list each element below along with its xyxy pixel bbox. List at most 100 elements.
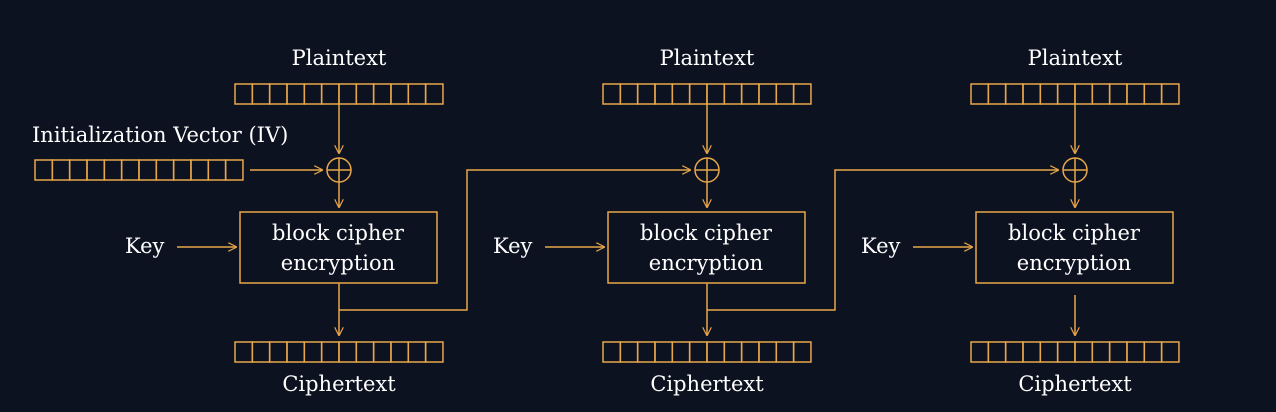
register-cell <box>286 83 306 105</box>
ciphertext-label: Ciphertext <box>1018 372 1132 396</box>
stage-1: Plaintext Key block cipher encryption Ci… <box>125 46 444 396</box>
block-cipher-label: block cipher <box>1008 221 1141 245</box>
register-cell <box>338 83 358 105</box>
plaintext-register <box>234 83 444 105</box>
register-cell <box>706 83 726 105</box>
register-cell <box>355 83 375 105</box>
register-cell <box>86 159 106 181</box>
xor-icon <box>326 157 352 183</box>
register-cell <box>723 83 743 105</box>
plaintext-register <box>602 83 812 105</box>
register-cell <box>172 159 192 181</box>
encryption-label: encryption <box>1017 251 1131 275</box>
register-cell <box>792 341 812 363</box>
register-cell <box>234 83 254 105</box>
plaintext-register <box>970 83 1180 105</box>
register-cell <box>1022 341 1042 363</box>
register-cell <box>1039 341 1059 363</box>
register-cell <box>602 341 622 363</box>
register-cell <box>671 83 691 105</box>
register-cell <box>34 159 54 181</box>
register-cell <box>1091 341 1111 363</box>
register-cell <box>987 83 1007 105</box>
register-cell <box>1126 83 1146 105</box>
plaintext-label: Plaintext <box>660 46 755 70</box>
register-cell <box>740 83 760 105</box>
register-cell <box>372 341 392 363</box>
register-cell <box>207 159 227 181</box>
register-cell <box>688 83 708 105</box>
register-cell <box>1091 83 1111 105</box>
register-cell <box>372 83 392 105</box>
key-label: Key <box>493 234 533 258</box>
register-cell <box>1126 341 1146 363</box>
register-cell <box>407 341 427 363</box>
xor-icon <box>694 157 720 183</box>
register-cell <box>723 341 743 363</box>
register-cell <box>68 159 88 181</box>
register-cell <box>251 83 271 105</box>
register-cell <box>390 83 410 105</box>
register-cell <box>320 83 340 105</box>
register-cell <box>268 341 288 363</box>
plaintext-label: Plaintext <box>1028 46 1123 70</box>
ciphertext-label: Ciphertext <box>282 372 396 396</box>
register-cell <box>654 83 674 105</box>
key-label: Key <box>861 234 901 258</box>
register-cell <box>1108 83 1128 105</box>
register-cell <box>190 159 210 181</box>
ciphertext-label: Ciphertext <box>650 372 764 396</box>
register-cell <box>234 341 254 363</box>
register-cell <box>970 83 990 105</box>
register-cell <box>636 83 656 105</box>
register-cell <box>138 159 158 181</box>
register-cell <box>619 341 639 363</box>
register-cell <box>1004 341 1024 363</box>
register-cell <box>758 341 778 363</box>
register-cell <box>775 83 795 105</box>
register-cell <box>1004 83 1024 105</box>
register-cell <box>602 83 622 105</box>
register-cell <box>1074 341 1094 363</box>
ciphertext-register <box>234 341 444 363</box>
ciphertext-register <box>602 341 812 363</box>
register-cell <box>320 341 340 363</box>
register-cell <box>1143 341 1163 363</box>
register-cell <box>251 341 271 363</box>
block-cipher-label: block cipher <box>640 221 773 245</box>
ciphertext-register <box>970 341 1180 363</box>
register-cell <box>1022 83 1042 105</box>
chain-arrow-2 <box>707 170 1058 311</box>
xor-icon <box>1062 157 1088 183</box>
iv-label: Initialization Vector (IV) <box>32 123 288 147</box>
register-cell <box>671 341 691 363</box>
stage-3: Plaintext Key block cipher encryption Ci… <box>861 46 1180 396</box>
register-cell <box>792 83 812 105</box>
register-cell <box>155 159 175 181</box>
register-cell <box>688 341 708 363</box>
register-cell <box>120 159 140 181</box>
register-cell <box>636 341 656 363</box>
register-cell <box>103 159 123 181</box>
register-cell <box>1108 341 1128 363</box>
iv-register <box>34 159 244 181</box>
register-cell <box>338 341 358 363</box>
register-cell <box>355 341 375 363</box>
register-cell <box>970 341 990 363</box>
register-cell <box>1056 83 1076 105</box>
chain-arrow-1 <box>339 170 690 311</box>
register-cell <box>1074 83 1094 105</box>
register-cell <box>1039 83 1059 105</box>
register-cell <box>1056 341 1076 363</box>
register-cell <box>758 83 778 105</box>
encryption-label: encryption <box>649 251 763 275</box>
register-cell <box>303 341 323 363</box>
register-cell <box>987 341 1007 363</box>
register-cell <box>424 83 444 105</box>
encryption-label: encryption <box>281 251 395 275</box>
register-cell <box>775 341 795 363</box>
register-cell <box>51 159 71 181</box>
register-cell <box>1160 83 1180 105</box>
register-cell <box>1143 83 1163 105</box>
